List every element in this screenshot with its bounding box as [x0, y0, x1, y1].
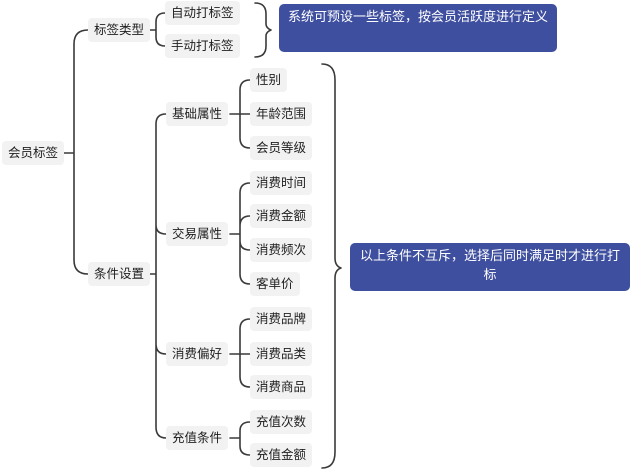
leaf-consume-time[interactable]: 消费时间 [250, 171, 313, 195]
note-tag-type: 系统可预设一些标签，按会员活跃度进行定义 [279, 4, 557, 52]
branch-tag-type[interactable]: 标签类型 [88, 18, 151, 42]
group-recharge[interactable]: 充值条件 [166, 426, 229, 450]
leaf-gender[interactable]: 性别 [250, 68, 288, 92]
summary-bracket-tag-type [254, 2, 272, 58]
note-conditions: 以上条件不互斥，选择后同时满足时才进行打标 [350, 243, 630, 291]
leaf-recharge-amount[interactable]: 充值金额 [250, 443, 313, 467]
connector-group-basic [229, 79, 251, 149]
leaf-auto-tag[interactable]: 自动打标签 [165, 1, 240, 25]
connector-group-recharge [229, 421, 251, 456]
leaf-consume-category[interactable]: 消费品类 [250, 342, 313, 366]
leaf-age-range[interactable]: 年龄范围 [250, 102, 313, 126]
leaf-consume-product[interactable]: 消费商品 [250, 375, 313, 399]
group-consume-pref[interactable]: 消费偏好 [166, 342, 229, 366]
leaf-avg-order-value[interactable]: 客单价 [250, 272, 300, 296]
connector-group-pref [229, 318, 251, 388]
leaf-consume-brand[interactable]: 消费品牌 [250, 307, 313, 331]
connector-group-trade [229, 182, 251, 285]
group-trade-attrs[interactable]: 交易属性 [166, 222, 229, 246]
root-node[interactable]: 会员标签 [2, 141, 65, 165]
leaf-recharge-count[interactable]: 充值次数 [250, 410, 313, 434]
leaf-manual-tag[interactable]: 手动打标签 [165, 34, 240, 58]
leaf-member-level[interactable]: 会员等级 [250, 136, 313, 160]
connector-conditions [145, 113, 167, 439]
branch-conditions[interactable]: 条件设置 [88, 262, 151, 286]
connector-root [59, 29, 89, 275]
leaf-consume-amount[interactable]: 消费金额 [250, 204, 313, 228]
summary-bracket-conditions [321, 63, 342, 469]
leaf-consume-frequency[interactable]: 消费频次 [250, 238, 313, 262]
group-basic-attrs[interactable]: 基础属性 [166, 102, 229, 126]
